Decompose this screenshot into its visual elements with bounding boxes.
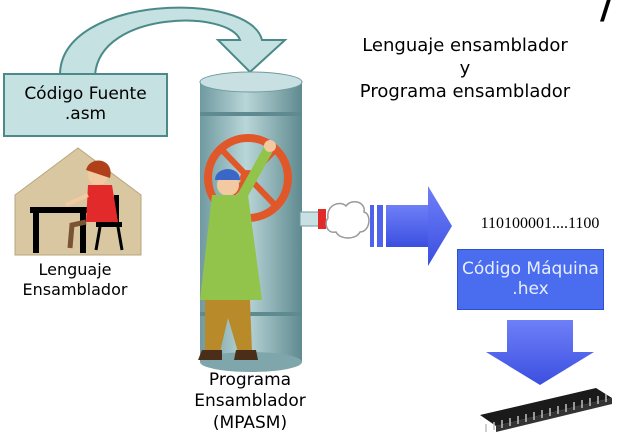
down-arrow-icon [486, 320, 594, 385]
assembly-language-label: Lenguaje Ensamblador [0, 260, 150, 300]
assembler-program-label: Programa Ensamblador (MPASM) [170, 370, 330, 434]
cylinder-machine-icon [198, 71, 303, 372]
curved-arrow [58, 6, 288, 76]
title-line-3: Programa ensamblador [359, 81, 571, 103]
diagram-title: Lenguaje ensamblador y Programa ensambla… [340, 34, 590, 103]
hex-box-line-2: .hex [512, 278, 549, 299]
lang-label-line-1: Lenguaje [38, 260, 112, 279]
source-box-line-2: .asm [64, 104, 107, 124]
cloud-icon [299, 201, 370, 239]
house-person-icon [14, 147, 142, 256]
source-box-line-1: Código Fuente [24, 84, 147, 105]
corner-logo-fragment: / [600, 0, 614, 27]
right-arrow-icon [370, 186, 452, 266]
program-label-line-3: (MPASM) [212, 412, 288, 433]
title-line-2: y [459, 58, 471, 80]
program-label-line-1: Programa [208, 370, 292, 390]
title-line-1: Lenguaje ensamblador [362, 35, 568, 56]
binary-code-text: 110100001....1100 [480, 215, 600, 232]
program-label-line-2: Ensamblador [194, 391, 306, 412]
machine-code-box: Código Máquina .hex [457, 249, 604, 310]
source-code-box: Código Fuente .asm [3, 73, 168, 137]
lang-label-line-2: Ensamblador [22, 280, 128, 299]
chip-icon [480, 388, 612, 432]
hex-box-line-1: Código Máquina [462, 258, 599, 279]
